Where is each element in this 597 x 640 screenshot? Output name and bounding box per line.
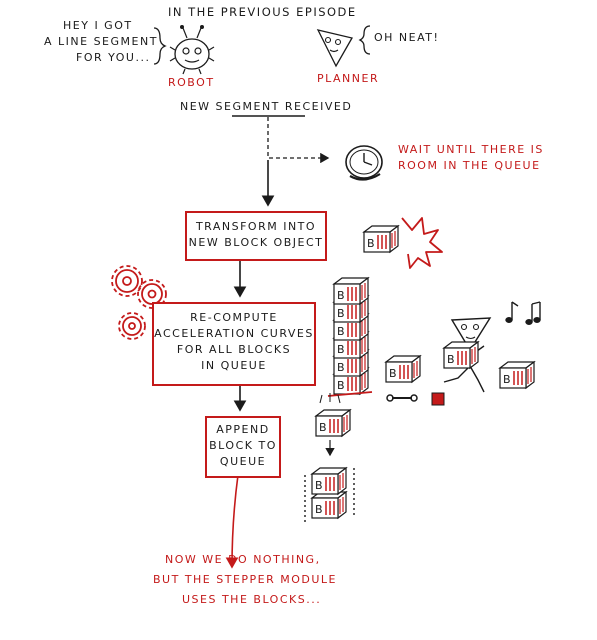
flow-start: New segment received <box>180 100 353 113</box>
falling-block: B <box>315 393 351 457</box>
step-transform-line-1: Transform into <box>195 220 317 233</box>
block-letter: B <box>337 325 345 338</box>
block-letter: B <box>447 353 455 366</box>
planner-speech: Oh neat! <box>374 31 440 44</box>
planner-speech-bracket <box>358 25 371 55</box>
block-letter: B <box>337 307 345 320</box>
robot-label: Robot <box>168 76 215 89</box>
step-append-line-1: Append <box>216 423 270 436</box>
planner-label: Planner <box>317 72 380 85</box>
step-append-line-2: block to <box>209 439 277 452</box>
wait-note-line-2: room in the queue <box>398 159 541 172</box>
block-letter: B <box>315 479 323 492</box>
end-note-line-3: uses the blocks... <box>182 593 322 606</box>
robot-speech-line-1: Hey I got <box>63 19 133 32</box>
block-queue: B B <box>304 467 355 525</box>
step-recompute-line-2: acceleration curves <box>154 327 314 340</box>
step-recompute-line-3: for all blocks <box>176 343 292 356</box>
wait-note-line-1: Wait until there is <box>398 143 544 156</box>
step-recompute-line-1: Re-compute <box>190 311 278 324</box>
end-note-line-2: but the stepper module <box>153 573 338 586</box>
dancing-planner: B <box>431 317 492 406</box>
block-letter: B <box>315 503 323 516</box>
block-stack: B B B B B B <box>327 277 373 397</box>
step-append-box: Append block to queue <box>205 416 281 478</box>
block-letter: B <box>389 367 397 380</box>
robot-speech-line-3: for you... <box>76 51 151 64</box>
step-transform-line-2: new block object <box>188 236 324 249</box>
block-letter: B <box>503 373 511 386</box>
step-transform-box: Transform into new block object <box>185 211 327 261</box>
robot-speech-bracket <box>153 27 167 65</box>
block-letter: B <box>337 379 345 392</box>
planner-icon <box>316 29 353 68</box>
step-append-line-3: queue <box>219 455 267 468</box>
end-note-line-1: Now we do nothing, <box>165 553 321 566</box>
impact-burst <box>401 217 443 269</box>
music-note-icon <box>505 301 541 326</box>
robot-icon <box>169 25 215 75</box>
block-letter: B <box>337 343 345 356</box>
wrench-icon <box>386 394 418 402</box>
block-letter: B <box>337 289 345 302</box>
step-recompute-line-4: in queue <box>201 359 267 372</box>
step-recompute-box: Re-compute acceleration curves for all b… <box>152 302 316 386</box>
clock-icon <box>345 145 383 181</box>
block-letter: B <box>337 361 345 374</box>
robot-speech-line-2: a line segment <box>44 35 158 48</box>
block-letter: B <box>367 237 375 250</box>
block-letter: B <box>319 421 327 434</box>
page-title: In the previous episode <box>168 5 357 19</box>
